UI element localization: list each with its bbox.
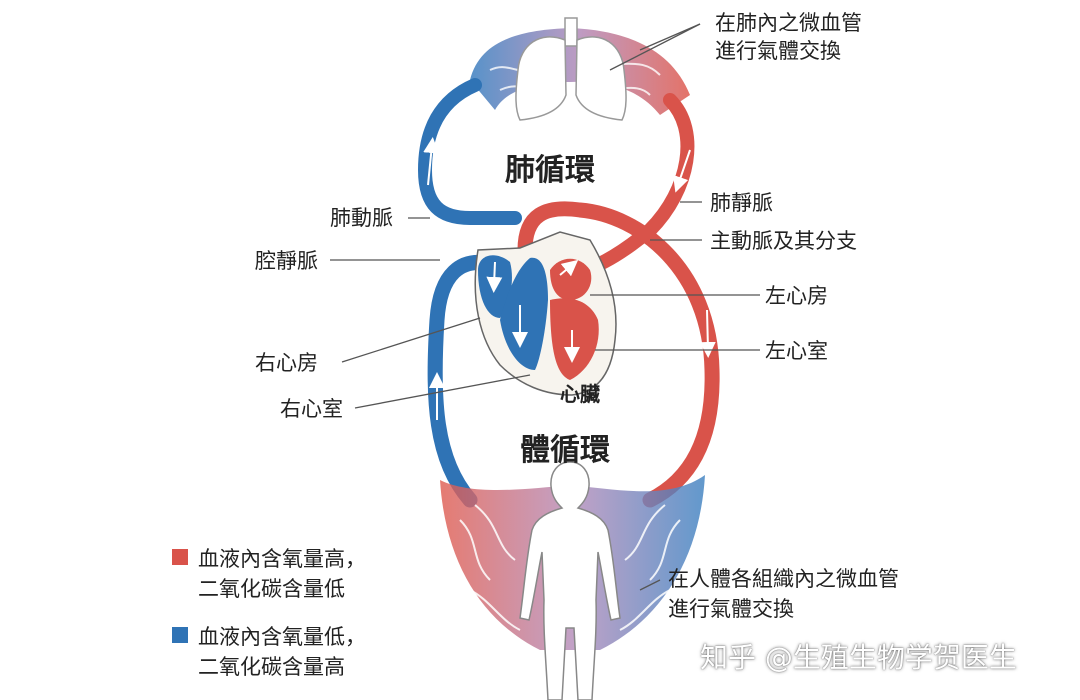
body-capillary-label-line2: 進行氣體交換 <box>668 597 794 621</box>
vena-cava-vessel <box>427 255 503 508</box>
legend-deoxygenated: 血液內含氧量低， 二氧化碳含量高 <box>172 622 366 682</box>
left-atrium-chamber <box>550 258 592 300</box>
pulmonary-artery-label: 肺動脈 <box>330 206 393 230</box>
lung-capillary-label-line1: 在肺內之微血管 <box>715 11 862 35</box>
legend-oxygenated: 血液內含氧量高， 二氧化碳含量低 <box>172 544 366 604</box>
pulmonary-vein-label: 肺靜脈 <box>710 191 773 215</box>
flow-arrows <box>423 137 716 420</box>
heart-label: 心臟 <box>560 382 600 406</box>
right-atrium-label: 右心房 <box>255 351 318 375</box>
legend-deoxygenated-line1: 血液內含氧量低， <box>198 625 366 649</box>
aorta-vessel <box>517 201 720 508</box>
human-body <box>519 461 621 700</box>
lung-capillary-label-line2: 進行氣體交換 <box>715 39 841 63</box>
pulmonary-circulation-title: 肺循環 <box>505 153 595 188</box>
left-atrium-label: 左心房 <box>765 284 828 308</box>
left-ventricle-chamber <box>550 298 599 380</box>
lungs <box>515 17 627 121</box>
right-ventricle-label: 右心室 <box>280 397 343 421</box>
legend-swatch-blue <box>172 627 188 643</box>
legend-oxygenated-line2: 二氧化碳含量低 <box>198 577 345 601</box>
watermark: 知乎 @生殖生物学贺医生 <box>700 641 1017 674</box>
leader-lines <box>330 23 760 591</box>
pulmonary-vein-vessel <box>578 93 695 277</box>
legend-swatch-red <box>172 549 188 565</box>
body-capillary-label-line1: 在人體各組織內之微血管 <box>668 567 899 591</box>
left-ventricle-label: 左心室 <box>765 339 828 363</box>
legend-deoxygenated-line2: 二氧化碳含量高 <box>198 655 345 679</box>
aorta-label: 主動脈及其分支 <box>710 229 857 253</box>
systemic-circulation-title: 體循環 <box>520 433 610 468</box>
pulmonary-artery-vessel <box>417 78 522 225</box>
legend-oxygenated-line1: 血液內含氧量高， <box>198 547 366 571</box>
vena-cava-label: 腔靜脈 <box>255 249 318 273</box>
